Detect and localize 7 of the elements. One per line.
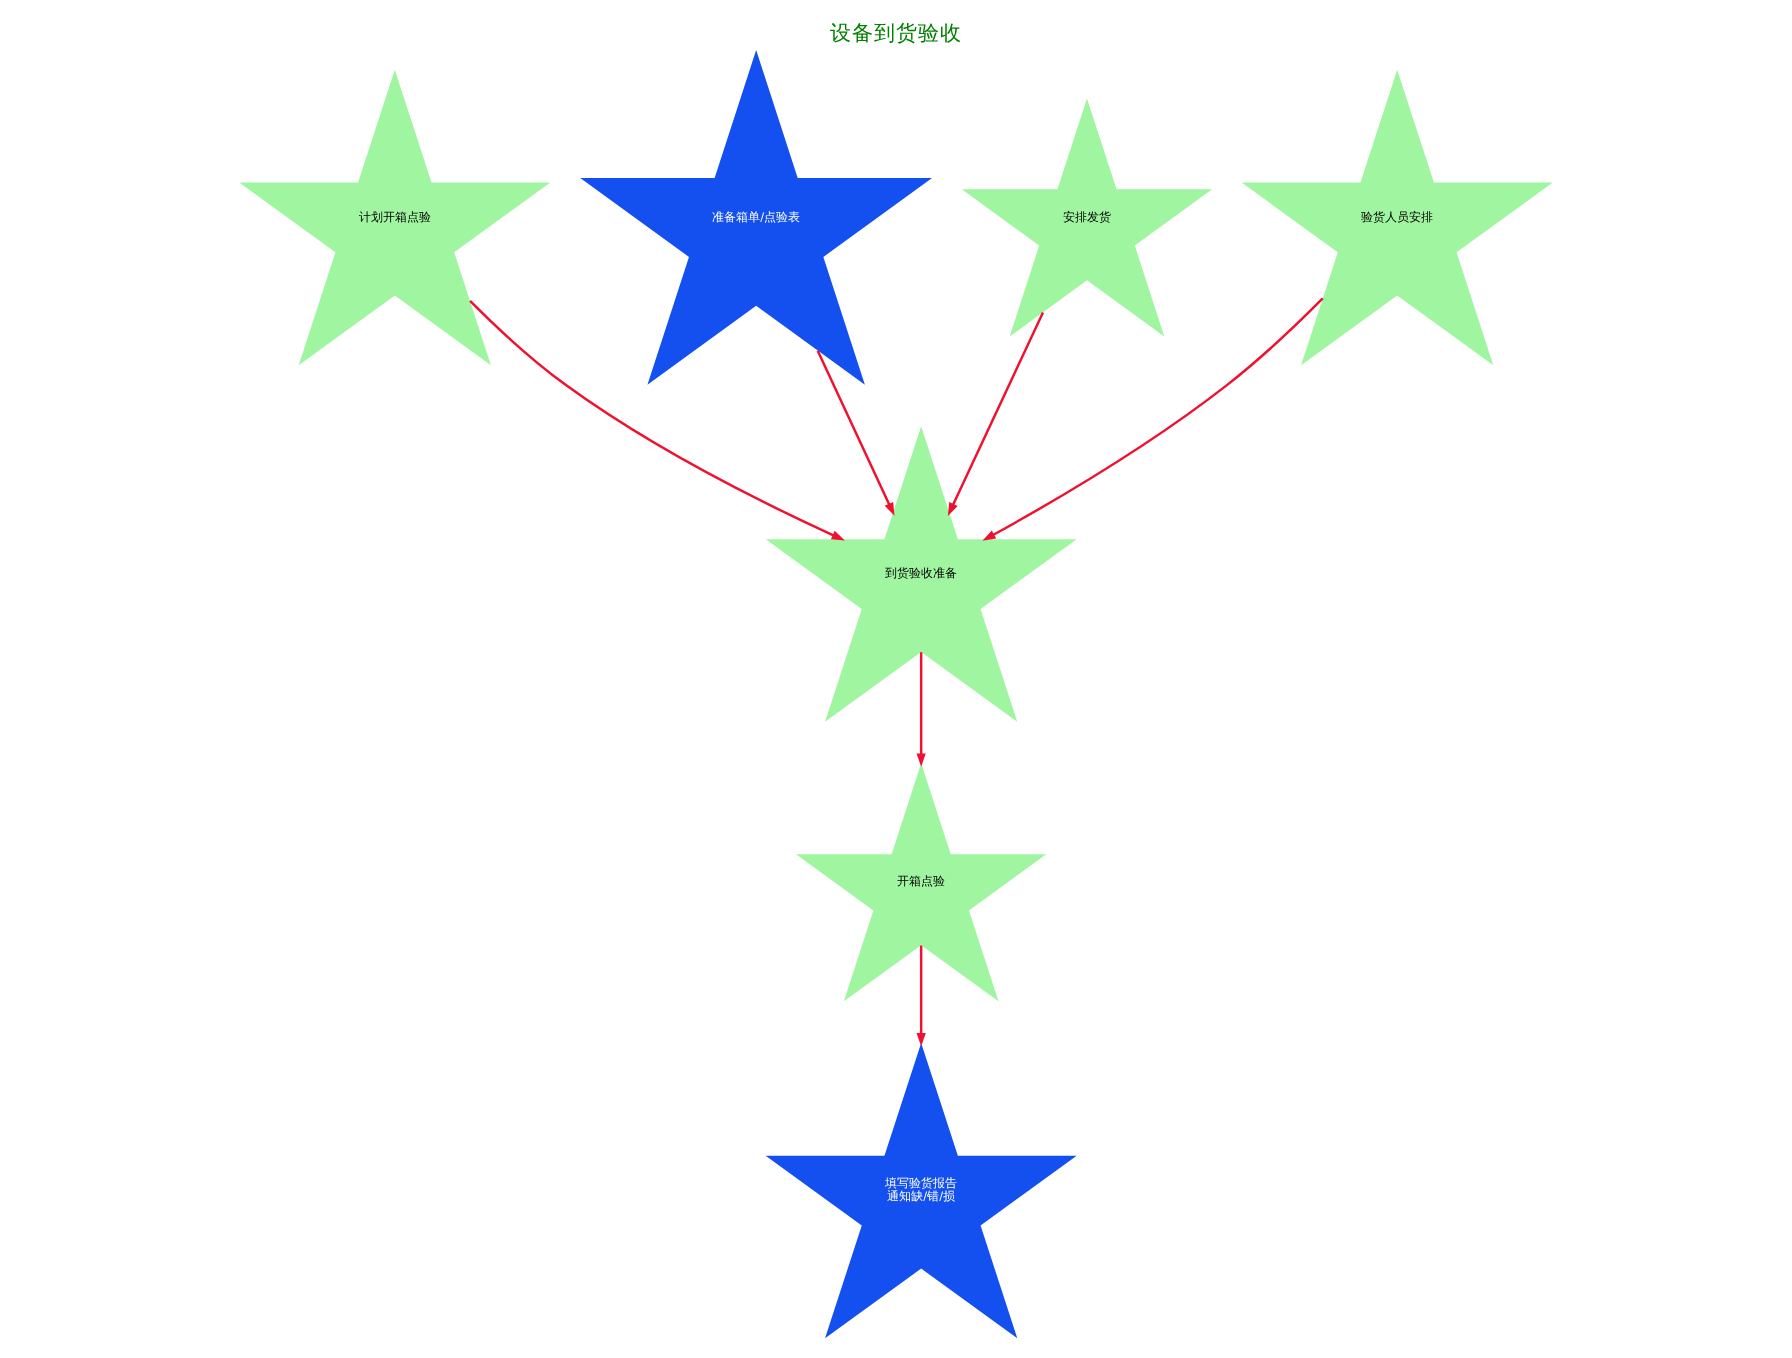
arrow [982,297,1324,541]
arrow [916,652,926,767]
arrow [816,350,895,516]
diagram-title: 设备到货验收 [830,19,962,46]
arrow [947,311,1045,517]
arrow [469,299,845,541]
arrow [916,945,926,1047]
